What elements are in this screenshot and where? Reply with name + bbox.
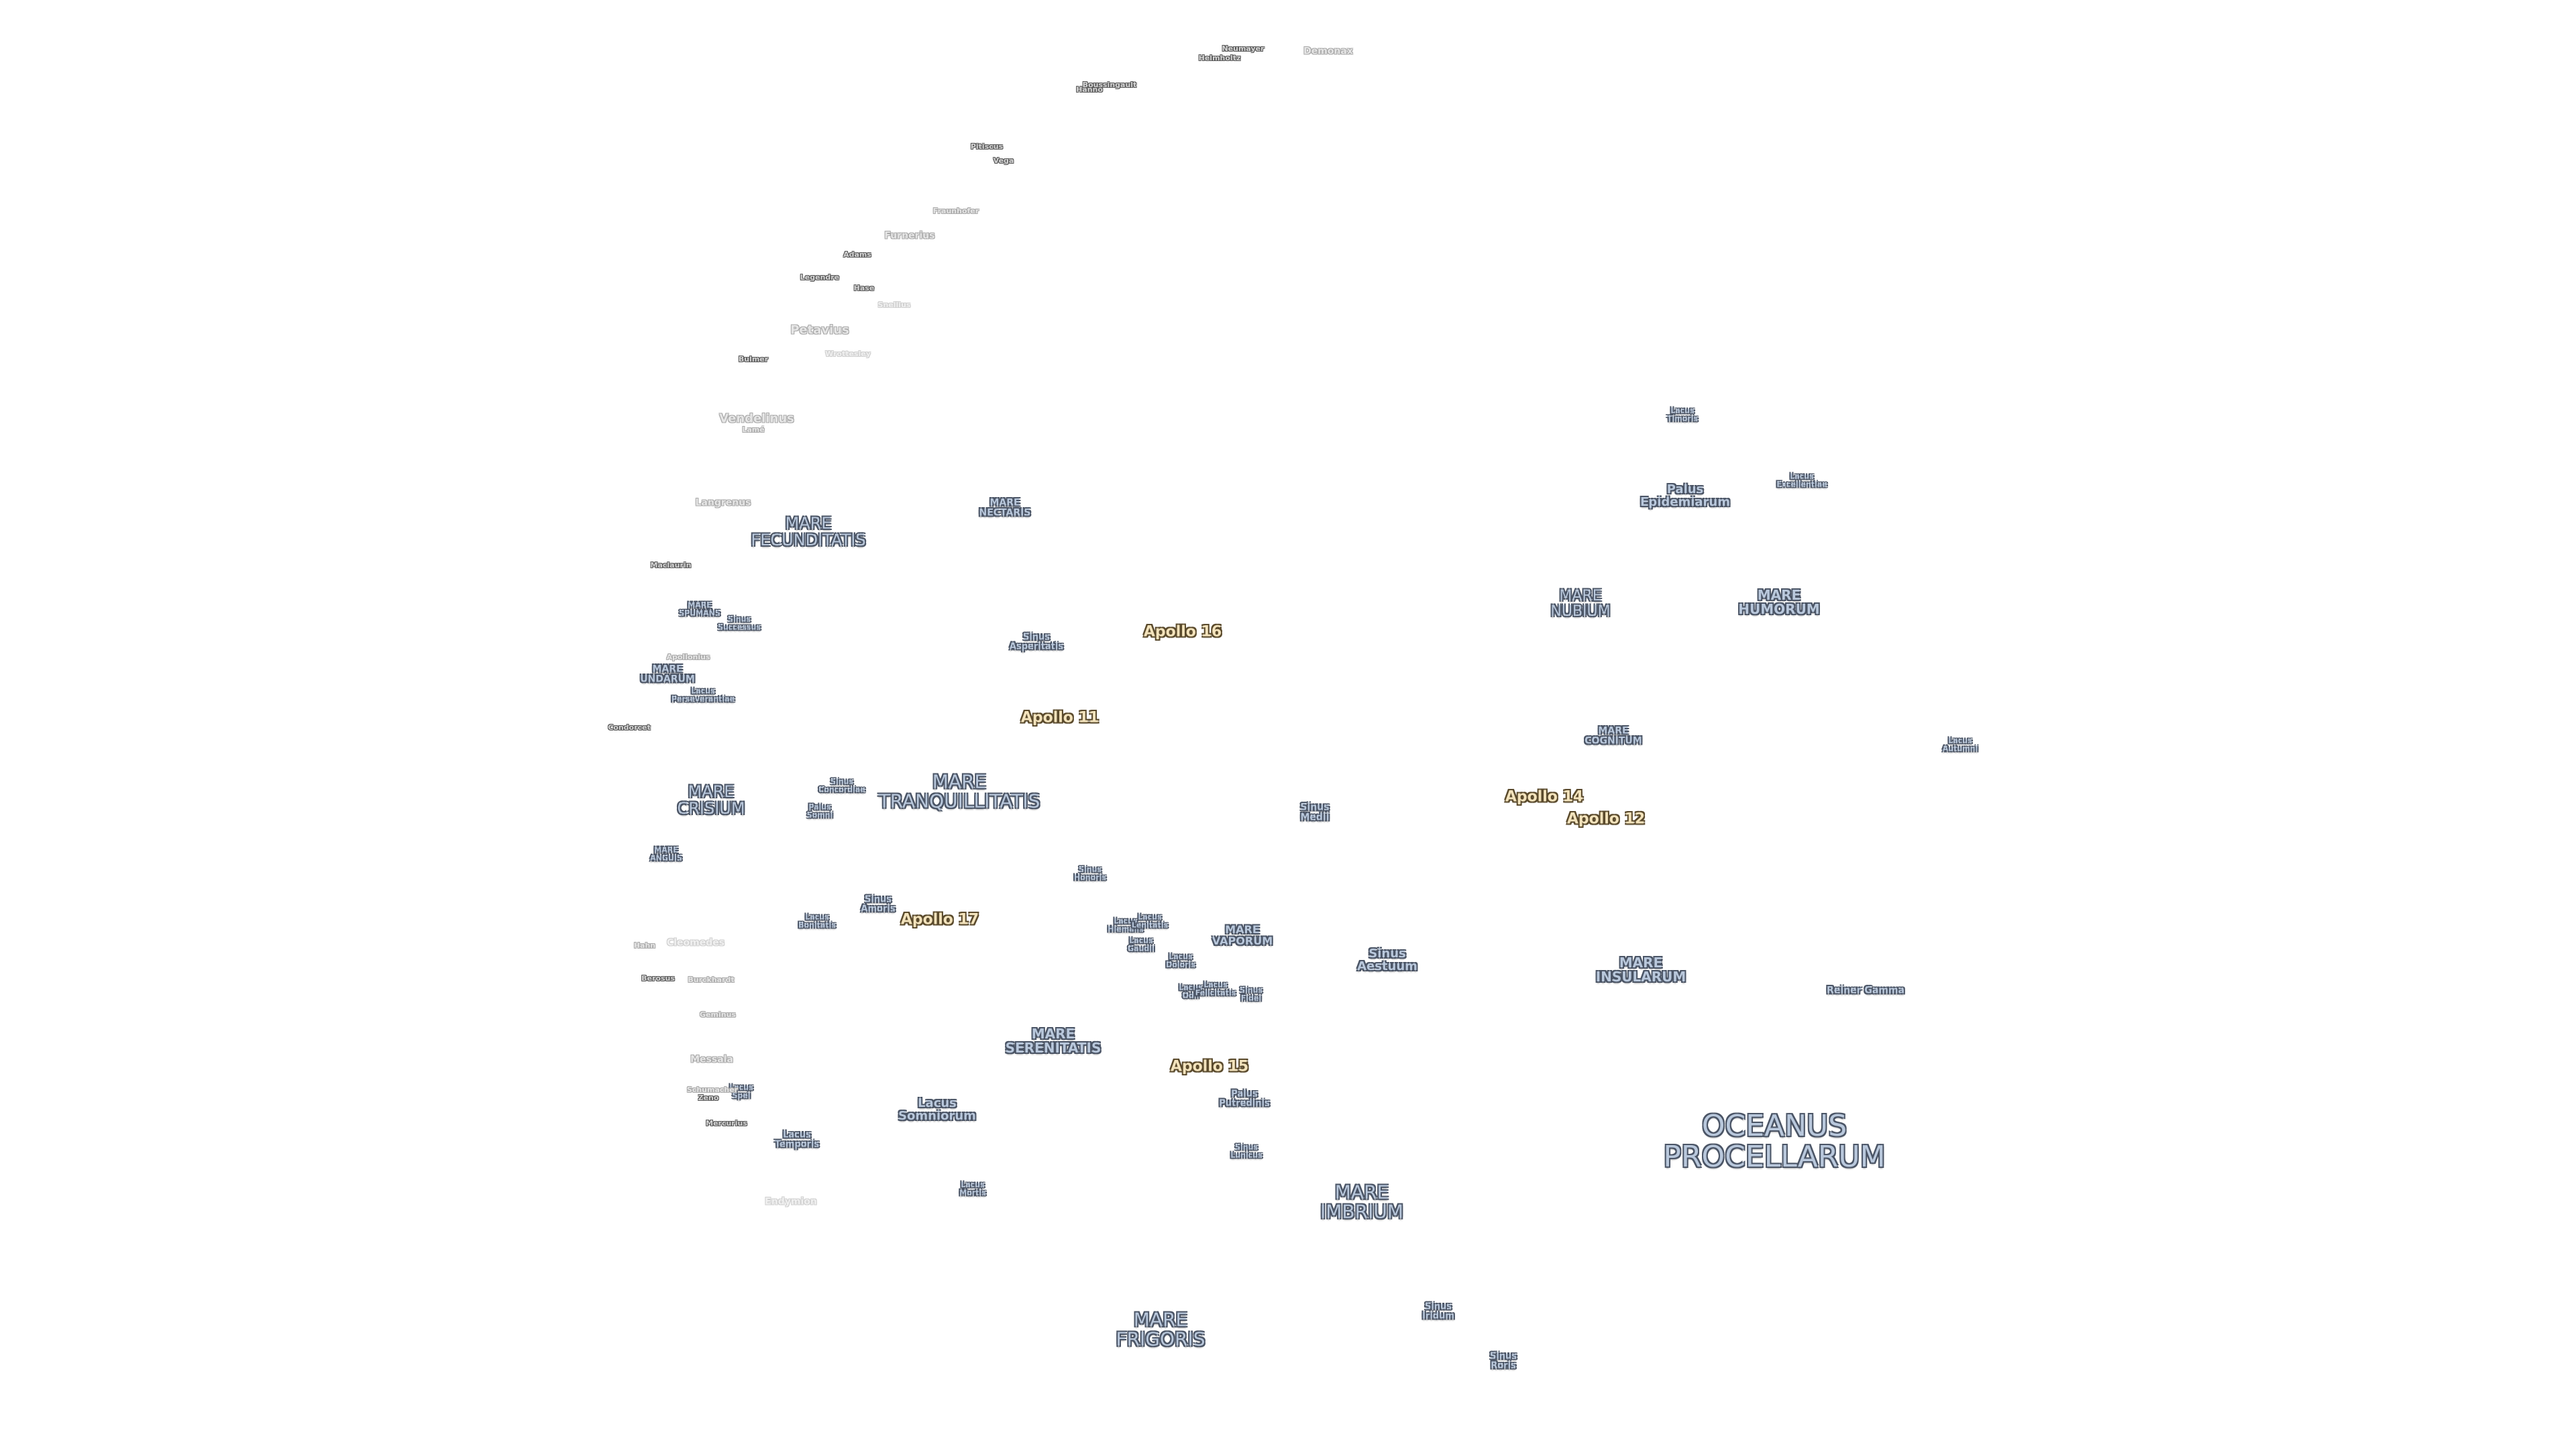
label-crater-furnerius[interactable]: Furnerius: [884, 230, 935, 241]
label-mare-nubium[interactable]: MARE NUBIUM: [1550, 587, 1611, 620]
label-lacus-somniorum[interactable]: Lacus Somniorum: [898, 1096, 976, 1123]
label-lacus-timoris[interactable]: Lacus Timoris: [1666, 406, 1699, 423]
label-lacus-lenitatis[interactable]: Lacus Lenitatis: [1131, 912, 1169, 929]
label-lacus-mortis[interactable]: Lacus Mortis: [959, 1180, 986, 1197]
label-reiner-gamma[interactable]: Reiner Gamma: [1827, 985, 1904, 996]
label-lacus-perseverantiae[interactable]: Lacus Perseverantiae: [671, 686, 735, 703]
label-lacus-temporis[interactable]: Lacus Temporis: [774, 1130, 820, 1149]
label-lacus-autumni[interactable]: Lacus Autumni: [1942, 736, 1978, 753]
label-sinus-aestuum[interactable]: Sinus Aestuum: [1357, 947, 1417, 973]
label-sinus-fidei[interactable]: Sinus Fidei: [1240, 985, 1263, 1002]
label-crater-fraunhofer[interactable]: Fraunhofer: [932, 207, 979, 216]
label-mare-insularum[interactable]: MARE INSULARUM: [1595, 955, 1686, 985]
label-crater-burckhardt[interactable]: Burckhardt: [688, 975, 735, 985]
label-sinus-asperitatis[interactable]: Sinus Asperitatis: [1009, 632, 1064, 651]
label-crater-hase[interactable]: Hase: [853, 284, 875, 293]
label-crater-zeno[interactable]: Zeno: [698, 1093, 719, 1103]
label-crater-maclaurin[interactable]: Maclaurin: [650, 561, 692, 570]
label-mare-imbrium[interactable]: MARE IMBRIUM: [1320, 1181, 1403, 1223]
label-crater-endymion[interactable]: Endymion: [765, 1196, 817, 1208]
label-crater-bulmer[interactable]: Bulmer: [738, 355, 769, 364]
label-sinus-lunicus[interactable]: Sinus Lunicus: [1230, 1142, 1263, 1159]
label-mare-nectaris[interactable]: MARE NECTARIS: [979, 497, 1031, 518]
label-mare-cognitum[interactable]: MARE COGNITUM: [1585, 725, 1642, 746]
label-crater-schumacher[interactable]: Schumacher: [686, 1085, 739, 1095]
label-sinus-honoris[interactable]: Sinus Honoris: [1074, 865, 1106, 881]
label-palus-epidemiarum[interactable]: Palus Epidemiarum: [1640, 482, 1730, 509]
label-mare-spumans[interactable]: MARE SPUMANS: [679, 600, 720, 617]
label-crater-geminus[interactable]: Geminus: [700, 1010, 736, 1020]
label-lacus-doloris[interactable]: Lacus Doloris: [1166, 952, 1195, 969]
label-crater-helmholtz[interactable]: Helmholtz: [1198, 54, 1241, 63]
label-mare-undarum[interactable]: MARE UNDARUM: [640, 663, 695, 684]
label-crater-petavius[interactable]: Petavius: [790, 323, 849, 337]
label-lacus-hiemalis[interactable]: Lacus Hiemalis: [1108, 916, 1144, 933]
label-apollo-12[interactable]: Apollo 12: [1566, 810, 1646, 828]
label-lacus-gaudii[interactable]: Lacus Gaudii: [1128, 936, 1155, 953]
label-lacus-bonitatis[interactable]: Lacus Bonitatis: [798, 912, 836, 929]
label-mare-anguis[interactable]: MARE ANGUIS: [650, 845, 682, 862]
label-mare-tranquillitatis[interactable]: MARE TRANQUILLITATIS: [878, 770, 1040, 812]
label-mare-vaporum[interactable]: MARE VAPORUM: [1212, 923, 1273, 947]
label-crater-adams[interactable]: Adams: [843, 250, 871, 260]
label-oceanus-procellarum[interactable]: OCEANUS PROCELLARUM: [1663, 1108, 1886, 1174]
label-apollo-15[interactable]: Apollo 15: [1170, 1058, 1249, 1075]
label-palus-putredinis[interactable]: Palus Putredinis: [1219, 1089, 1270, 1108]
label-mare-humorum[interactable]: MARE HUMORUM: [1738, 587, 1820, 617]
label-lacus-excellentiae[interactable]: Lacus Excellentiae: [1776, 472, 1827, 488]
label-crater-vendelinus[interactable]: Vendelinus: [719, 411, 794, 426]
label-lacus-felicitatis[interactable]: Lacus Felicitatis: [1195, 980, 1236, 997]
label-crater-condorcet[interactable]: Condorcet: [608, 723, 651, 733]
label-crater-demonax[interactable]: Demonax: [1303, 46, 1353, 57]
label-lacus-odii[interactable]: Lacus Odii: [1179, 983, 1203, 1000]
label-palus-somni[interactable]: Palus Somni: [806, 802, 833, 819]
label-sinus-concordiae[interactable]: Sinus Concordiae: [818, 777, 865, 794]
label-crater-hahn[interactable]: Hahn: [633, 941, 656, 951]
label-crater-vega[interactable]: Vega: [993, 156, 1014, 166]
label-apollo-17[interactable]: Apollo 17: [900, 911, 979, 928]
label-crater-lame[interactable]: Lamé: [742, 425, 765, 435]
label-crater-legendre[interactable]: Legendre: [800, 273, 840, 282]
label-crater-neumayer[interactable]: Neumayer: [1222, 44, 1265, 54]
label-crater-boussingault[interactable]: Boussingault: [1082, 80, 1137, 90]
label-sinus-amoris[interactable]: Sinus Amoris: [861, 894, 896, 914]
label-crater-apollonius[interactable]: Apollonius: [666, 653, 710, 662]
label-crater-berosus[interactable]: Berosus: [641, 974, 675, 983]
label-crater-messala[interactable]: Messala: [690, 1054, 733, 1065]
label-apollo-11[interactable]: Apollo 11: [1020, 709, 1099, 727]
label-crater-cleomedes[interactable]: Cleomedes: [666, 937, 725, 949]
label-crater-wrottesley[interactable]: Wrottesley: [825, 350, 871, 359]
label-mare-frigoris[interactable]: MARE FRIGORIS: [1116, 1308, 1205, 1350]
label-mare-fecunditatis[interactable]: MARE FECUNDITATIS: [751, 513, 866, 549]
label-sinus-successus[interactable]: Sinus Successus: [718, 614, 761, 631]
label-crater-hanno[interactable]: Hanno: [1076, 85, 1103, 95]
label-apollo-14[interactable]: Apollo 14: [1505, 788, 1584, 806]
label-crater-snellius[interactable]: Snellius: [877, 301, 911, 310]
label-apollo-16[interactable]: Apollo 16: [1143, 623, 1222, 641]
label-sinus-roris[interactable]: Sinus Roris: [1489, 1351, 1517, 1371]
label-crater-pitiscus[interactable]: Pitiscus: [970, 142, 1004, 152]
label-sinus-iridum[interactable]: Sinus Iridum: [1422, 1301, 1454, 1321]
label-crater-mercurius[interactable]: Mercurius: [706, 1119, 747, 1128]
label-sinus-medii[interactable]: Sinus Medii: [1300, 802, 1330, 822]
label-crater-langrenus[interactable]: Langrenus: [695, 497, 751, 508]
label-mare-serenitatis[interactable]: MARE SERENITATIS: [1005, 1026, 1102, 1056]
label-mare-crisium[interactable]: MARE CRISIUM: [677, 782, 745, 818]
label-lacus-spei[interactable]: Lacus Spei: [729, 1083, 753, 1099]
